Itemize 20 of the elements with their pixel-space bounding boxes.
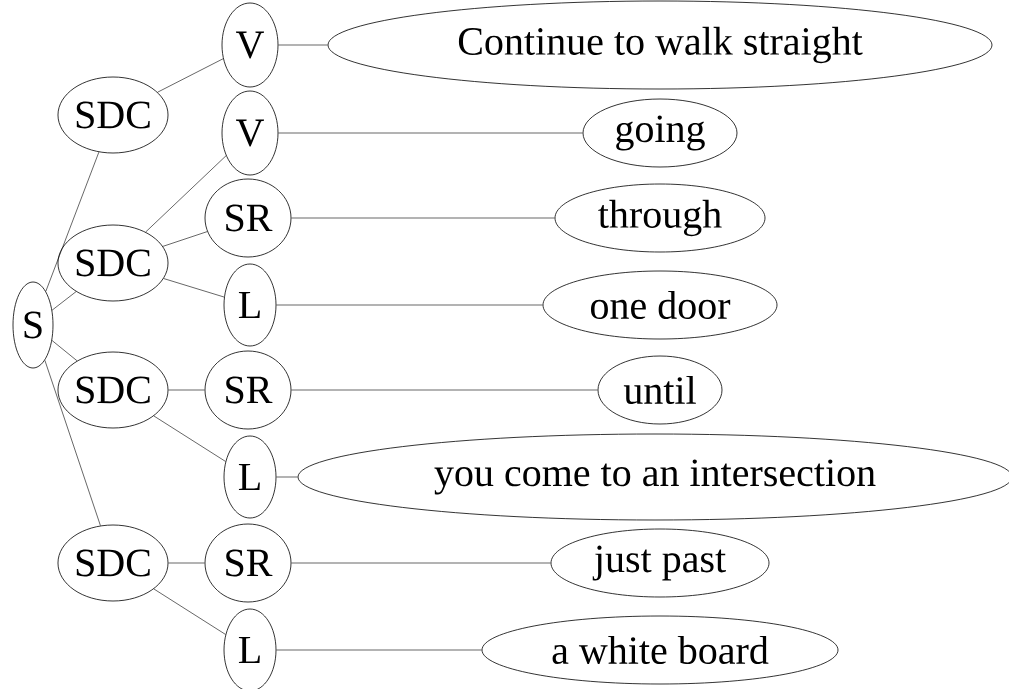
connector-line (45, 151, 100, 292)
connector-line (51, 340, 78, 362)
connector-line (276, 304, 543, 306)
connector-line (51, 291, 77, 311)
connector-line (278, 132, 583, 134)
connector-line (153, 415, 226, 462)
connector-line (168, 562, 205, 564)
connector-line (276, 476, 298, 478)
connector-line (291, 217, 555, 219)
connector-line (153, 588, 226, 635)
connector-line (276, 649, 482, 651)
connector-line (291, 562, 551, 564)
connector-line (145, 155, 227, 233)
connector-line (168, 389, 205, 391)
connector-line (278, 44, 328, 46)
connector-line (163, 278, 225, 298)
connector-line (291, 389, 598, 391)
connector-line (157, 58, 224, 93)
connector-line (44, 360, 101, 526)
connector-line (162, 231, 208, 247)
